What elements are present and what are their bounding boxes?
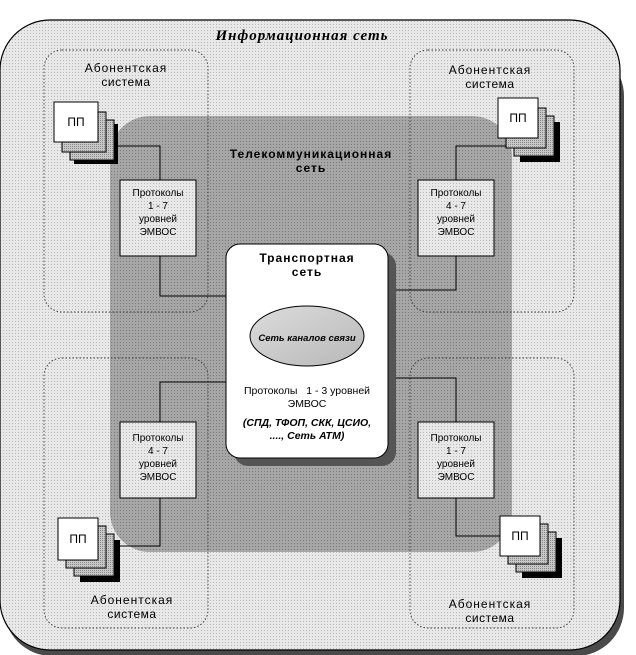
telecom-network-title-line2: сеть xyxy=(296,161,326,175)
transport-protocols-line1: Протоколы 1 - 3 уровней xyxy=(244,385,370,397)
subscriber-system-label-line1: Абонентская xyxy=(91,593,174,607)
protocol-box: Протоколы 4 - 7 уровней ЭМВОС xyxy=(119,421,197,499)
subscriber-system-label-line1: Абонентская xyxy=(85,61,168,75)
subscriber-system-bottom-left: Протоколы 4 - 7 уровней ЭМВОС ПП Абонент… xyxy=(57,421,197,621)
protocol-box: Протоколы 4 - 7 уровней ЭМВОС xyxy=(417,179,495,257)
subscriber-system-label-line1: Абонентская xyxy=(449,63,532,77)
subscriber-system-bottom-left-boundary xyxy=(43,357,209,629)
subscriber-system-bottom-right: Протоколы 1 - 7 уровней ЭМВОС ПП Абонент… xyxy=(417,421,562,625)
application-process-stack: ПП xyxy=(499,515,562,578)
protocol-line3: уровней xyxy=(139,459,177,470)
subscriber-system-label-line2: система xyxy=(465,611,514,625)
telecom-network-title-line1: Телекоммуникационная xyxy=(230,147,392,161)
protocol-line4: ЭМВОС xyxy=(140,472,177,483)
subscriber-system-top-left: Абонентская система ПП Протоколы 1 - 7 у… xyxy=(53,61,197,257)
protocol-line1: Протоколы xyxy=(431,188,482,199)
protocol-line3: уровней xyxy=(139,214,177,225)
application-process-stack: ПП xyxy=(53,101,118,164)
protocol-line4: ЭМВОС xyxy=(438,227,475,238)
protocol-line2: 1 - 7 xyxy=(148,201,168,212)
subscriber-system-label-line2: система xyxy=(101,75,150,89)
application-process-label: ПП xyxy=(67,115,84,129)
communication-channels-ellipse xyxy=(249,305,365,367)
protocol-box: Протоколы 1 - 7 уровней ЭМВОС xyxy=(417,421,495,499)
protocol-line1: Протоколы xyxy=(133,188,184,199)
protocol-line3: уровней xyxy=(437,459,475,470)
protocol-line2: 1 - 7 xyxy=(446,446,466,457)
protocol-box: Протоколы 1 - 7 уровней ЭМВОС xyxy=(119,179,197,257)
transport-examples-line2: ...., Сеть АТМ) xyxy=(270,430,345,442)
application-process-label: ПП xyxy=(509,111,526,125)
subscriber-system-label-line2: система xyxy=(107,607,156,621)
protocol-line4: ЭМВОС xyxy=(140,227,177,238)
communication-channels-label: Сеть каналов связи xyxy=(258,333,356,344)
transport-network: Транспортная сеть Сеть каналов связи Про… xyxy=(225,243,396,466)
protocol-line2: 4 - 7 xyxy=(148,446,168,457)
protocol-line2: 4 - 7 xyxy=(446,201,466,212)
protocol-line1: Протоколы xyxy=(133,433,184,444)
application-process-stack: ПП xyxy=(497,97,560,162)
subscriber-system-top-left-boundary xyxy=(43,49,209,313)
subscriber-system-label-line1: Абонентская xyxy=(449,597,532,611)
connector-lines xyxy=(102,126,515,547)
protocol-line3: уровней xyxy=(437,214,475,225)
protocol-line4: ЭМВОС xyxy=(438,472,475,483)
transport-examples-line1: (СПД, ТФОП, СКК, ЦСИО, xyxy=(243,417,371,429)
transport-network-title-line2: сеть xyxy=(292,265,322,279)
application-process-label: ПП xyxy=(511,529,528,543)
information-network-title: Информационная сеть xyxy=(214,28,388,44)
subscriber-system-bottom-right-boundary xyxy=(409,357,575,629)
subscriber-system-top-right: Абонентская система ПП Протоколы 4 - 7 у… xyxy=(417,63,560,257)
subscriber-system-label-line2: система xyxy=(465,77,514,91)
protocol-line1: Протоколы xyxy=(431,433,482,444)
application-process-label: ПП xyxy=(69,532,86,546)
application-process-stack: ПП xyxy=(57,517,120,582)
transport-protocols-line2: ЭМВОС xyxy=(288,398,327,410)
transport-network-title-line1: Транспортная xyxy=(259,251,354,265)
subscriber-system-top-right-boundary xyxy=(409,49,575,313)
